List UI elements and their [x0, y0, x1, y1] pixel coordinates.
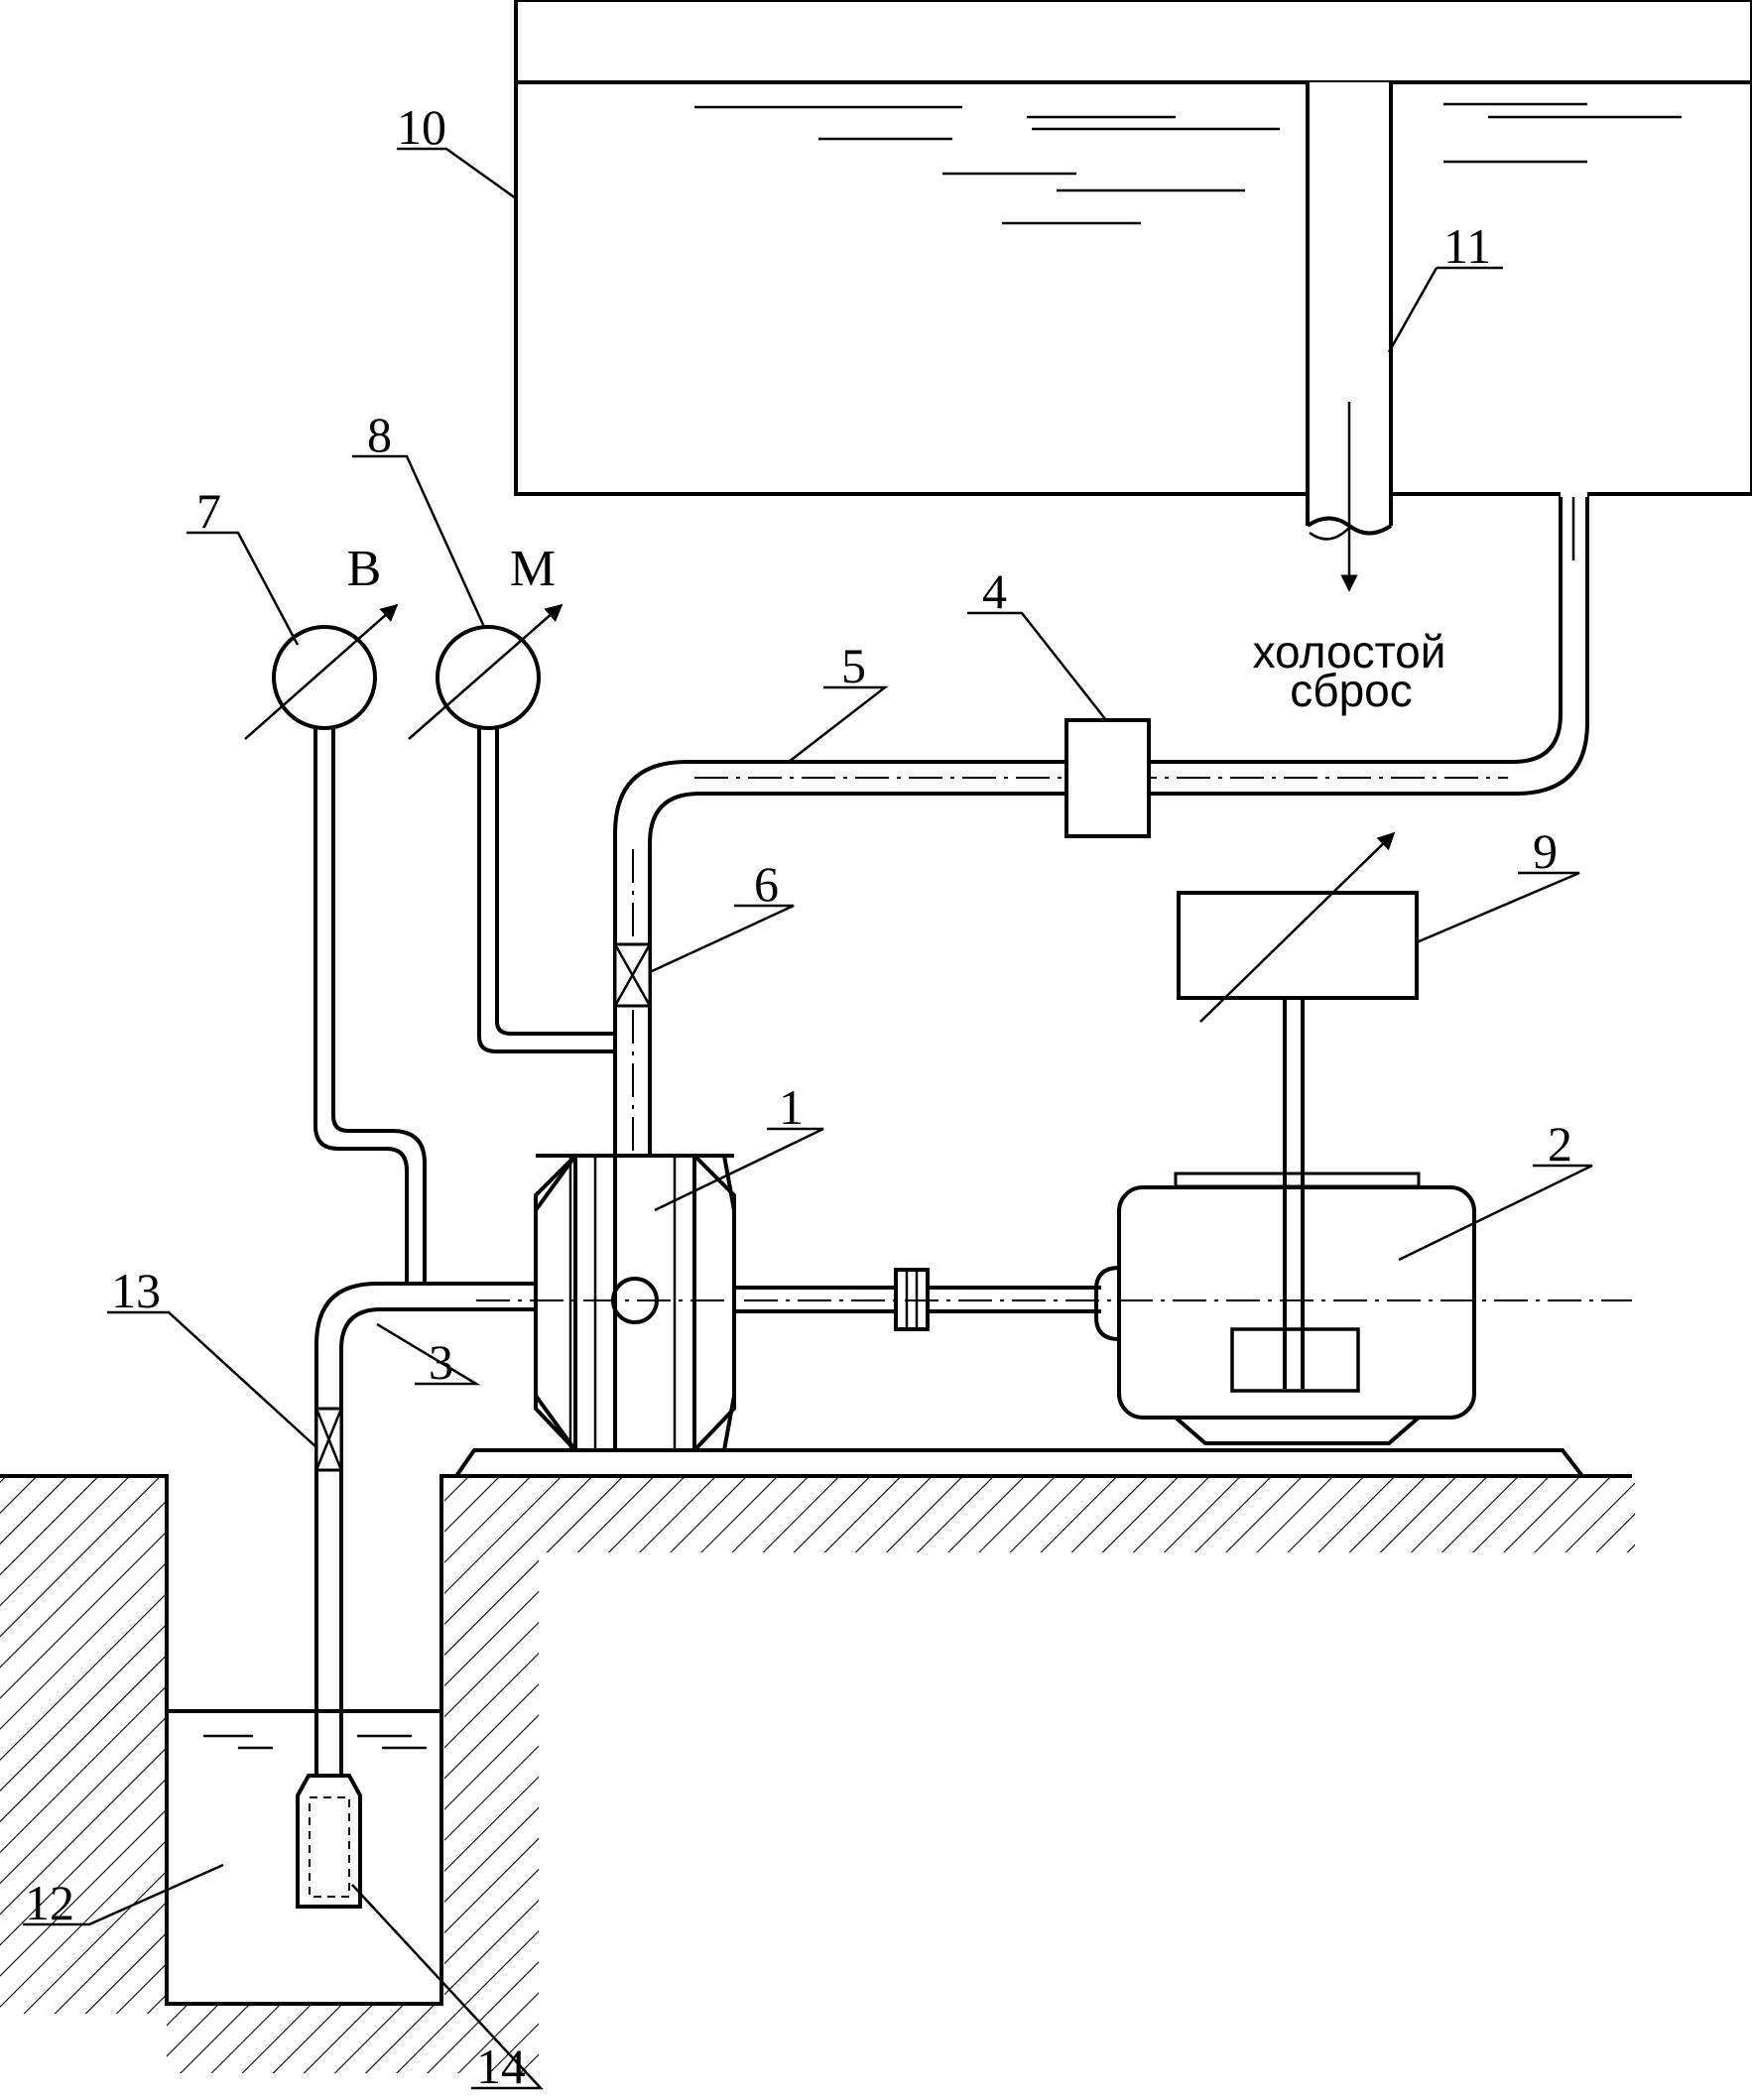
ground-surface — [0, 1474, 1632, 2006]
regulator — [1177, 831, 1419, 1389]
overflow-caption-line2: сброс — [1290, 665, 1413, 716]
pressure-gauge-line — [477, 724, 615, 1053]
discharge-valve — [613, 942, 652, 1008]
ground-hatch-pit-wall — [444, 1478, 539, 2073]
tank — [514, 0, 1752, 497]
suction-pipe — [314, 1282, 536, 1776]
vacuum-gauge — [244, 603, 399, 740]
label-foot-valve: 14 — [476, 2038, 526, 2094]
base-plate — [454, 1448, 1584, 1478]
label-pump: 1 — [779, 1079, 804, 1135]
ground-hatch-right — [539, 1478, 1635, 1552]
callout-leaders — [23, 147, 1593, 2090]
label-motor: 2 — [1548, 1116, 1572, 1172]
label-sump: 12 — [25, 1875, 74, 1930]
label-overflow-pipe: 11 — [1443, 218, 1491, 274]
pump — [534, 1154, 736, 1452]
discharge-pipe — [613, 397, 1589, 1156]
callout-numbers: 10 11 8 7 4 5 6 9 1 2 3 13 12 14 — [25, 99, 1572, 2094]
label-discharge-pipe: 5 — [841, 638, 866, 693]
sump — [169, 1480, 439, 2002]
regulator-arrow — [1199, 831, 1396, 1023]
pressure-gauge-letter: М — [510, 541, 556, 597]
flow-meter — [1064, 718, 1151, 838]
label-suction-valve: 13 — [111, 1263, 161, 1318]
ground-hatch-bottom — [167, 2004, 444, 2073]
overflow-caption-line1: холостой — [1253, 626, 1446, 678]
ground — [0, 1474, 1635, 2073]
label-discharge-valve: 6 — [754, 856, 779, 912]
pressure-gauge — [408, 603, 563, 740]
overflow-pipe — [1306, 82, 1393, 592]
label-tank: 10 — [397, 99, 446, 155]
vacuum-gauge-line — [313, 724, 427, 1284]
label-regulator: 9 — [1533, 823, 1558, 879]
torque-sensor — [1230, 1327, 1360, 1393]
label-vacuum-gauge: 7 — [196, 483, 221, 539]
vacuum-gauge-letter: В — [347, 541, 382, 597]
motor — [1094, 1172, 1476, 1445]
label-pressure-gauge: 8 — [367, 407, 392, 462]
label-flow-meter: 4 — [982, 563, 1007, 619]
ground-hatch-left — [0, 1478, 167, 2014]
suction-valve — [314, 1407, 343, 1472]
foot-valve — [296, 1774, 362, 1909]
label-suction-pipe: 3 — [429, 1334, 453, 1390]
